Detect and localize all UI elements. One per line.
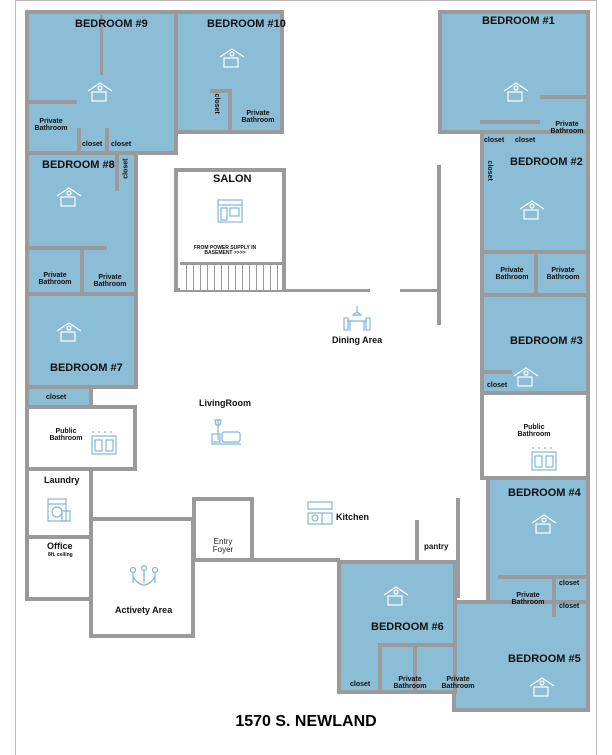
bedroom-1-label: BEDROOM #1 — [482, 15, 555, 27]
dining-icon — [343, 306, 371, 331]
private-bathroom-label: Private Bathroom — [546, 267, 580, 282]
closet-label: closet — [122, 158, 130, 179]
bedroom-icon — [513, 367, 539, 387]
closet-label: closet — [559, 603, 580, 610]
closet-label: closet — [82, 141, 103, 148]
bedroom-3-label: BEDROOM #3 — [510, 335, 583, 347]
public-bathroom-label: Public Bathroom — [517, 424, 551, 439]
activity-icon — [129, 565, 159, 586]
bedroom-icon — [531, 514, 557, 534]
closet-label: closet — [559, 580, 580, 587]
closet-label: closet — [350, 681, 371, 688]
activity-area-label: Activety Area — [115, 605, 173, 615]
living-room-label: LivingRoom — [199, 398, 251, 408]
public-bathroom-label: Public Bathroom — [49, 428, 83, 443]
bedroom-icon — [56, 187, 82, 207]
closet-label: closet — [46, 394, 67, 401]
salon-icon — [217, 199, 243, 223]
salon-room[interactable] — [174, 168, 286, 292]
bedroom-icon — [383, 586, 409, 606]
bedroom-4-label: BEDROOM #4 — [508, 487, 581, 499]
office-note: 8ft. ceiling — [48, 552, 73, 558]
bedroom-icon — [503, 82, 529, 102]
bedroom-6[interactable] — [337, 560, 457, 694]
bedroom-2-label: BEDROOM #2 — [510, 156, 583, 168]
bedroom-icon — [519, 200, 545, 220]
private-bathroom-label: Private Bathroom — [441, 676, 475, 691]
plan-frame — [15, 0, 597, 755]
private-bathroom-label: Private Bathroom — [38, 272, 72, 287]
bedroom-icon — [529, 677, 555, 697]
bedroom-8-label: BEDROOM #8 — [42, 159, 115, 171]
public-bathroom-icon — [91, 431, 117, 455]
salon-label: SALON — [213, 173, 252, 185]
plan-title: 1570 S. NEWLAND — [235, 713, 377, 730]
activity-area[interactable] — [89, 517, 195, 638]
salon-note: FROM POWER SUPPLY IN BASEMENT >>>> — [193, 245, 257, 257]
closet-label: closet — [111, 141, 132, 148]
private-bathroom-label: Private Bathroom — [93, 274, 127, 289]
closet-label: closet — [515, 137, 536, 144]
dining-label: Dining Area — [332, 335, 383, 345]
kitchen-label: Kitchen — [336, 512, 370, 522]
laundry-label: Laundry — [44, 475, 80, 485]
bedroom-7[interactable] — [25, 292, 138, 389]
closet-label: closet — [485, 160, 493, 181]
office-label: Office — [47, 541, 73, 551]
private-bathroom-label: Private Bathroom — [495, 267, 529, 282]
private-bathroom-label: Private Bathroom — [550, 121, 584, 136]
bedroom-icon — [87, 82, 113, 102]
living-room-icon — [211, 419, 241, 445]
bedroom-6-label: BEDROOM #6 — [371, 621, 444, 633]
bedroom-10[interactable] — [174, 10, 284, 134]
private-bathroom-label: Private Bathroom — [34, 118, 68, 133]
bedroom-7-label: BEDROOM #7 — [50, 362, 123, 374]
bedroom-9-label: BEDROOM #9 — [75, 18, 148, 30]
entry-foyer[interactable] — [192, 497, 254, 562]
public-bathroom-icon — [531, 447, 557, 471]
closet-label: closet — [484, 137, 505, 144]
entry-foyer-label: Entry Foyer — [212, 537, 234, 555]
bedroom-icon — [219, 48, 245, 68]
private-bathroom-label: Private Bathroom — [241, 110, 275, 125]
bedroom-1[interactable] — [438, 10, 590, 134]
private-bathroom-label: Private Bathroom — [393, 676, 427, 691]
private-bathroom-label: Private Bathroom — [511, 592, 545, 607]
closet-label: closet — [212, 93, 220, 114]
pantry-label: pantry — [424, 542, 449, 551]
stairs — [180, 262, 282, 290]
kitchen-icon — [307, 501, 333, 525]
closet-label: closet — [487, 382, 508, 389]
bedroom-5-label: BEDROOM #5 — [508, 653, 581, 665]
bedroom-5[interactable] — [452, 600, 590, 712]
bedroom-10-label: BEDROOM #10 — [207, 18, 286, 30]
bedroom-icon — [56, 322, 82, 342]
laundry-icon — [47, 498, 71, 522]
